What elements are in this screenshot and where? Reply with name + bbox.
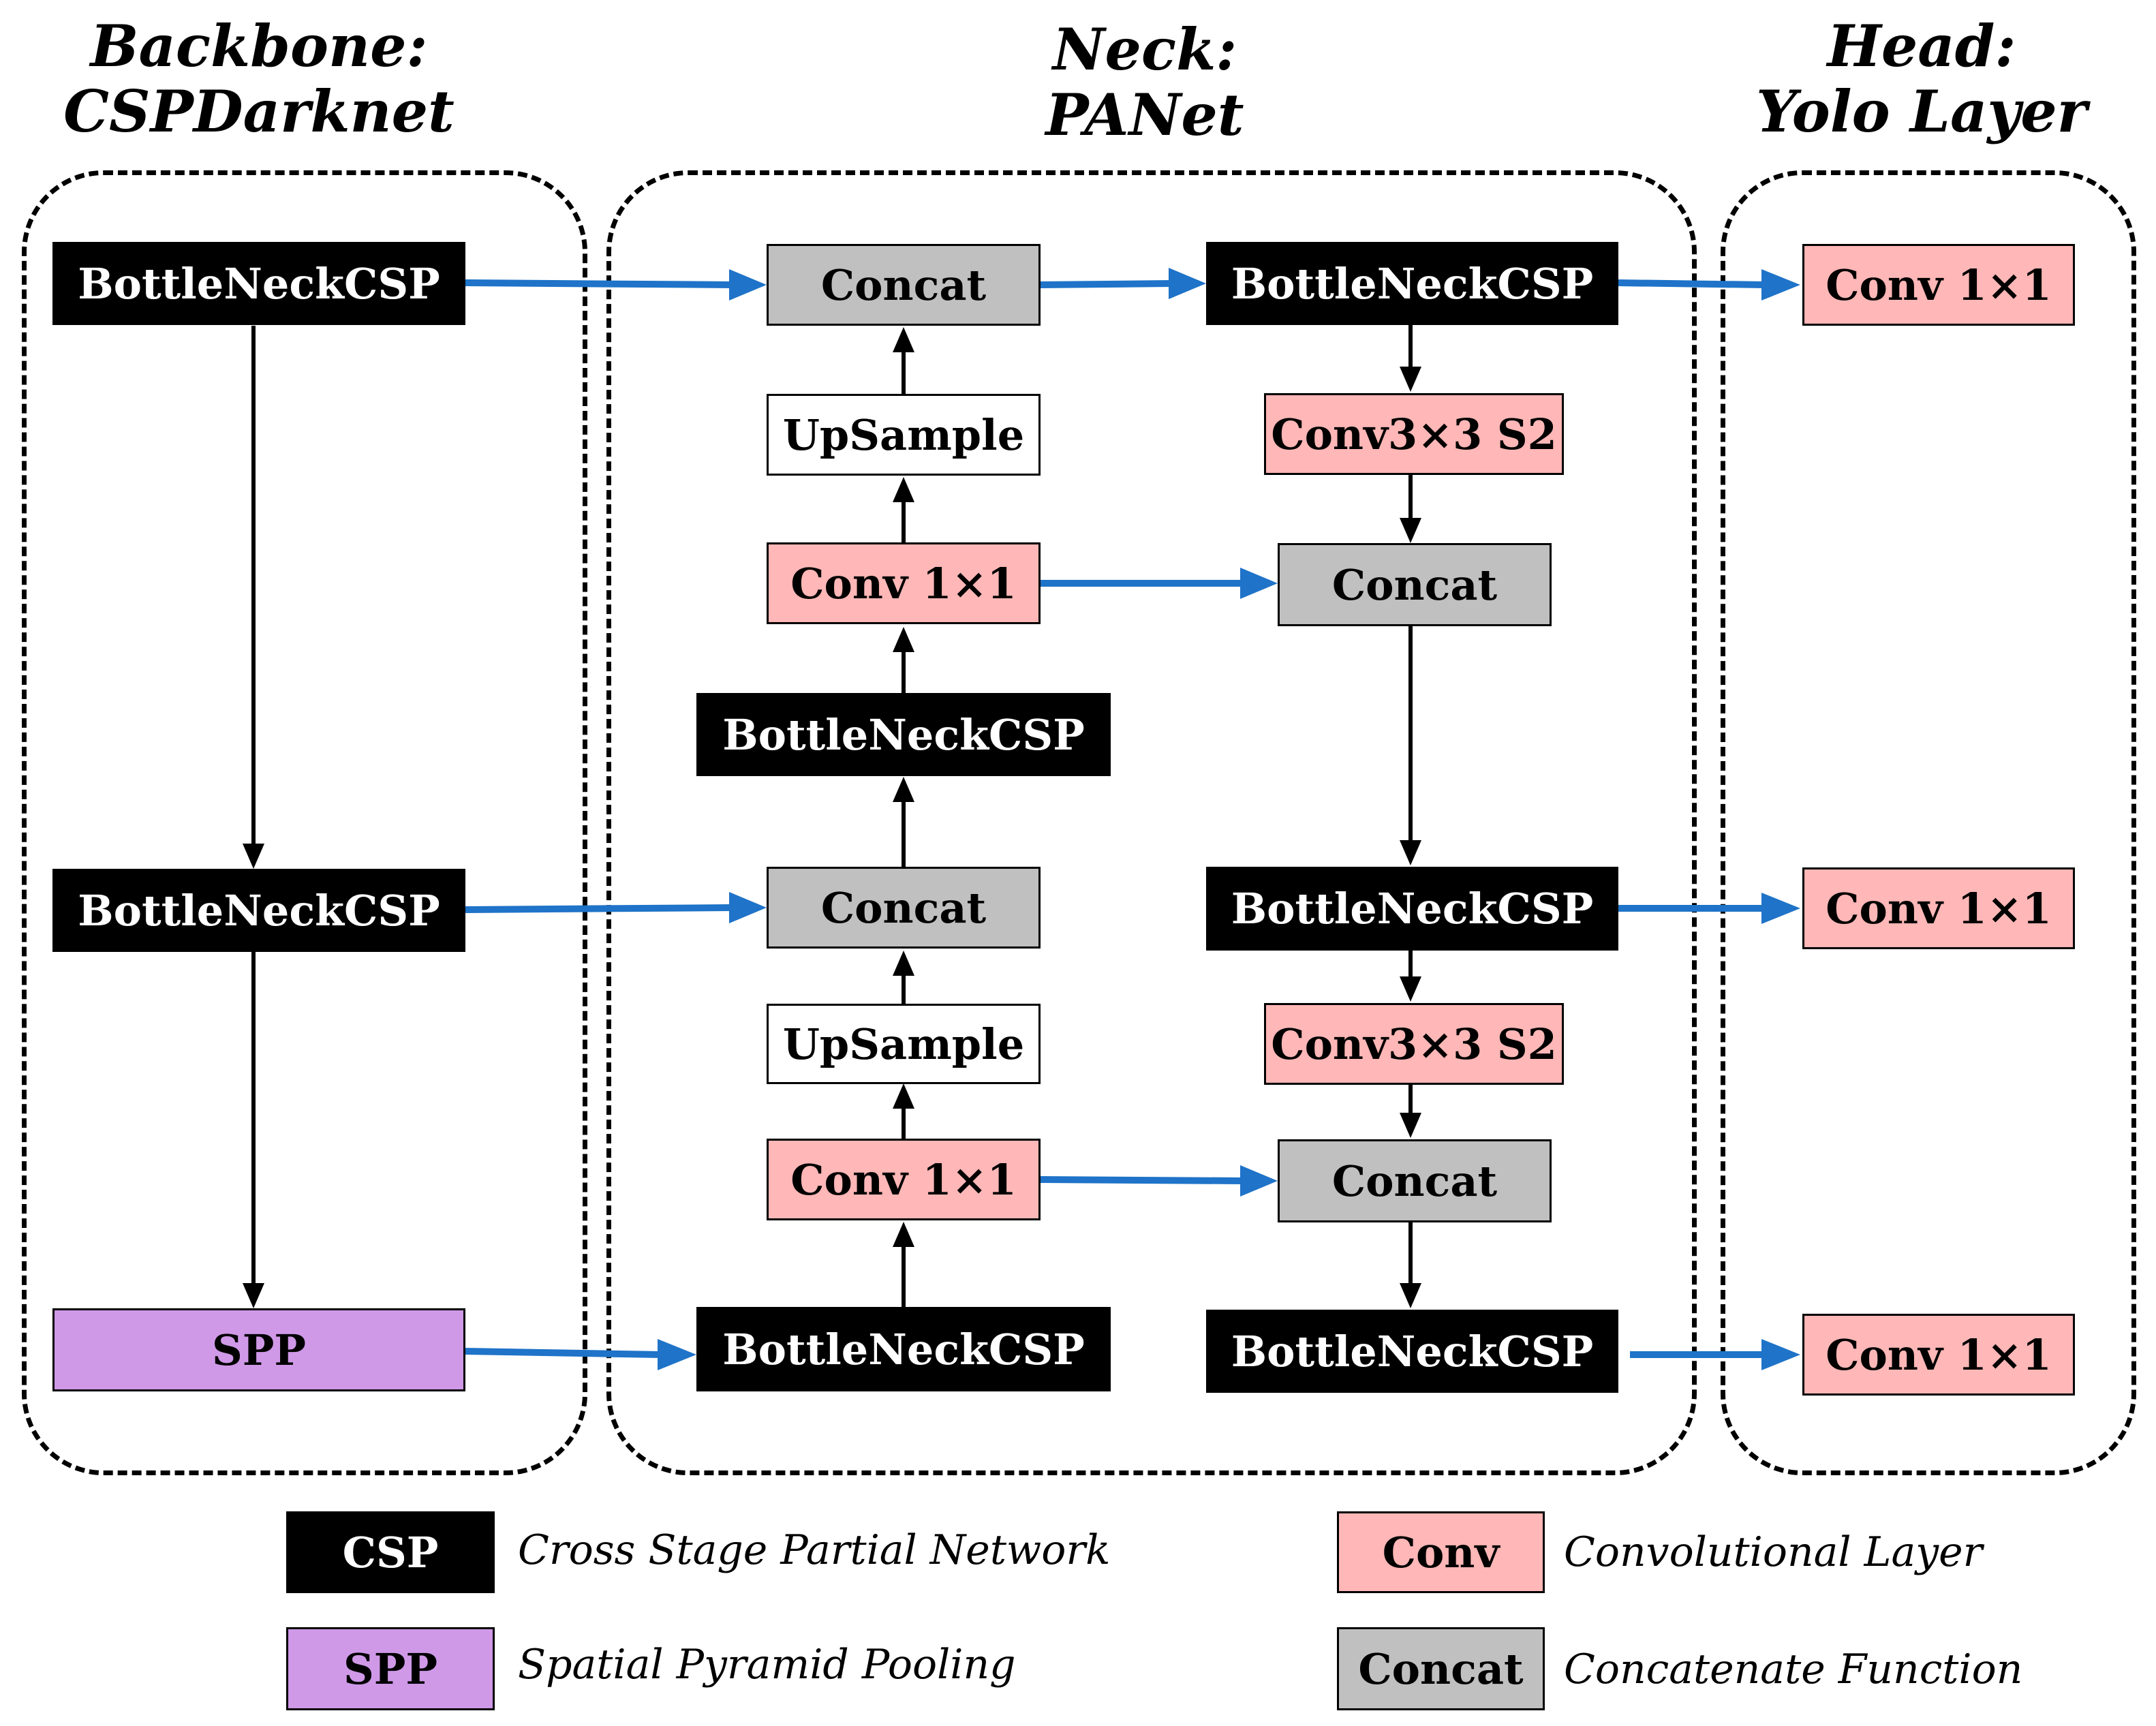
backbone-group bbox=[22, 170, 587, 1475]
backbone-bottleneckcsp-2: BottleNeckCSP bbox=[52, 869, 465, 952]
black-arrows bbox=[243, 324, 1421, 1308]
legend-conv-text: Convolutional Layer bbox=[1564, 1528, 1983, 1576]
arrowhead bbox=[893, 951, 914, 976]
backbone-spp: SPP bbox=[52, 1308, 465, 1391]
head-group bbox=[1721, 170, 2136, 1475]
head-conv1x1-3: Conv 1×1 bbox=[1802, 1314, 2075, 1396]
backbone-title-line2: CSPDarknet bbox=[63, 77, 455, 145]
arrowhead bbox=[729, 892, 767, 923]
neck-bottleneckcsp-right-3: BottleNeckCSP bbox=[1206, 1310, 1618, 1393]
neck-concat-right-2: Concat bbox=[1278, 1139, 1552, 1222]
arrowhead bbox=[893, 627, 914, 652]
neck-concat-1: Concat bbox=[767, 244, 1041, 326]
arrowhead bbox=[1240, 568, 1278, 599]
arrowhead bbox=[1400, 367, 1421, 392]
neck-title-line1: Neck: bbox=[1052, 16, 1237, 83]
neck-conv1x1-1: Conv 1×1 bbox=[767, 542, 1041, 624]
arrow-concat1-to-right-csp1 bbox=[1040, 280, 1173, 288]
arrow-left-conv2-to-right-concat2 bbox=[1040, 1176, 1244, 1184]
arrowhead bbox=[893, 1083, 914, 1109]
head-conv1x1-1: Conv 1×1 bbox=[1802, 244, 2075, 326]
neck-group bbox=[606, 170, 1697, 1475]
arrowhead bbox=[1400, 518, 1421, 543]
neck-bottleneckcsp-right-1: BottleNeckCSP bbox=[1206, 242, 1618, 325]
neck-bottleneckcsp-left-1: BottleNeckCSP bbox=[696, 693, 1111, 776]
arrowhead bbox=[1761, 269, 1800, 300]
arrowhead bbox=[1400, 1113, 1421, 1138]
arrow-spp-to-left-csp2 bbox=[465, 1348, 662, 1358]
blue-arrows bbox=[465, 268, 1800, 1370]
neck-conv3x3-s2-1: Conv3×3 S2 bbox=[1264, 393, 1564, 475]
arrowhead bbox=[893, 477, 914, 502]
neck-bottleneckcsp-right-2: BottleNeckCSP bbox=[1206, 867, 1618, 951]
neck-title: Neck: PANet bbox=[940, 17, 1349, 148]
arrowhead bbox=[243, 1283, 264, 1308]
arrowhead bbox=[1400, 976, 1421, 1002]
head-title-line1: Head: bbox=[1827, 12, 2016, 80]
neck-bottleneckcsp-left-2: BottleNeckCSP bbox=[696, 1307, 1111, 1391]
legend-spp-swatch: SPP bbox=[286, 1627, 495, 1710]
backbone-title-line1: Backbone: bbox=[90, 12, 428, 80]
arrowhead bbox=[729, 269, 767, 300]
legend-conv-swatch: Conv bbox=[1337, 1511, 1545, 1593]
backbone-title: Backbone: CSPDarknet bbox=[55, 14, 463, 144]
neck-title-line2: PANet bbox=[1045, 80, 1244, 149]
head-conv1x1-2: Conv 1×1 bbox=[1802, 867, 2075, 949]
neck-concat-2: Concat bbox=[767, 867, 1041, 949]
neck-upsample-2: UpSample bbox=[767, 1004, 1041, 1084]
legend-concat-swatch: Concat bbox=[1337, 1627, 1545, 1710]
legend-csp-text: Cross Stage Partial Network bbox=[518, 1526, 1111, 1574]
neck-concat-right-1: Concat bbox=[1278, 543, 1552, 626]
neck-conv3x3-s2-2: Conv3×3 S2 bbox=[1264, 1003, 1564, 1085]
arrowhead bbox=[658, 1339, 696, 1370]
arrowhead bbox=[893, 327, 914, 352]
arrowhead bbox=[1400, 840, 1421, 865]
neck-upsample-1: UpSample bbox=[767, 394, 1041, 476]
arrowhead bbox=[1240, 1165, 1278, 1197]
legend-spp-text: Spatial Pyramid Pooling bbox=[518, 1641, 1016, 1689]
arrowhead bbox=[893, 1222, 914, 1247]
head-title-line2: Yolo Layer bbox=[1756, 77, 2087, 145]
backbone-bottleneckcsp-1: BottleNeckCSP bbox=[52, 242, 465, 325]
neck-conv1x1-2: Conv 1×1 bbox=[767, 1139, 1041, 1220]
arrow-backbone-csp1-to-concat1 bbox=[465, 279, 733, 288]
arrow-backbone-csp2-to-concat2 bbox=[465, 904, 733, 913]
head-title: Head: Yolo Layer bbox=[1690, 14, 2153, 144]
arrowhead bbox=[243, 844, 264, 869]
arrowhead bbox=[893, 777, 914, 802]
arrowhead bbox=[1761, 1339, 1800, 1370]
arrow-right-csp1-to-head-conv1 bbox=[1616, 279, 1766, 288]
arrowhead bbox=[1400, 1283, 1421, 1308]
arrowhead bbox=[1169, 268, 1206, 299]
arrowhead bbox=[1761, 893, 1800, 924]
legend-csp-swatch: CSP bbox=[286, 1511, 495, 1593]
legend-concat-text: Concatenate Function bbox=[1564, 1646, 2023, 1693]
